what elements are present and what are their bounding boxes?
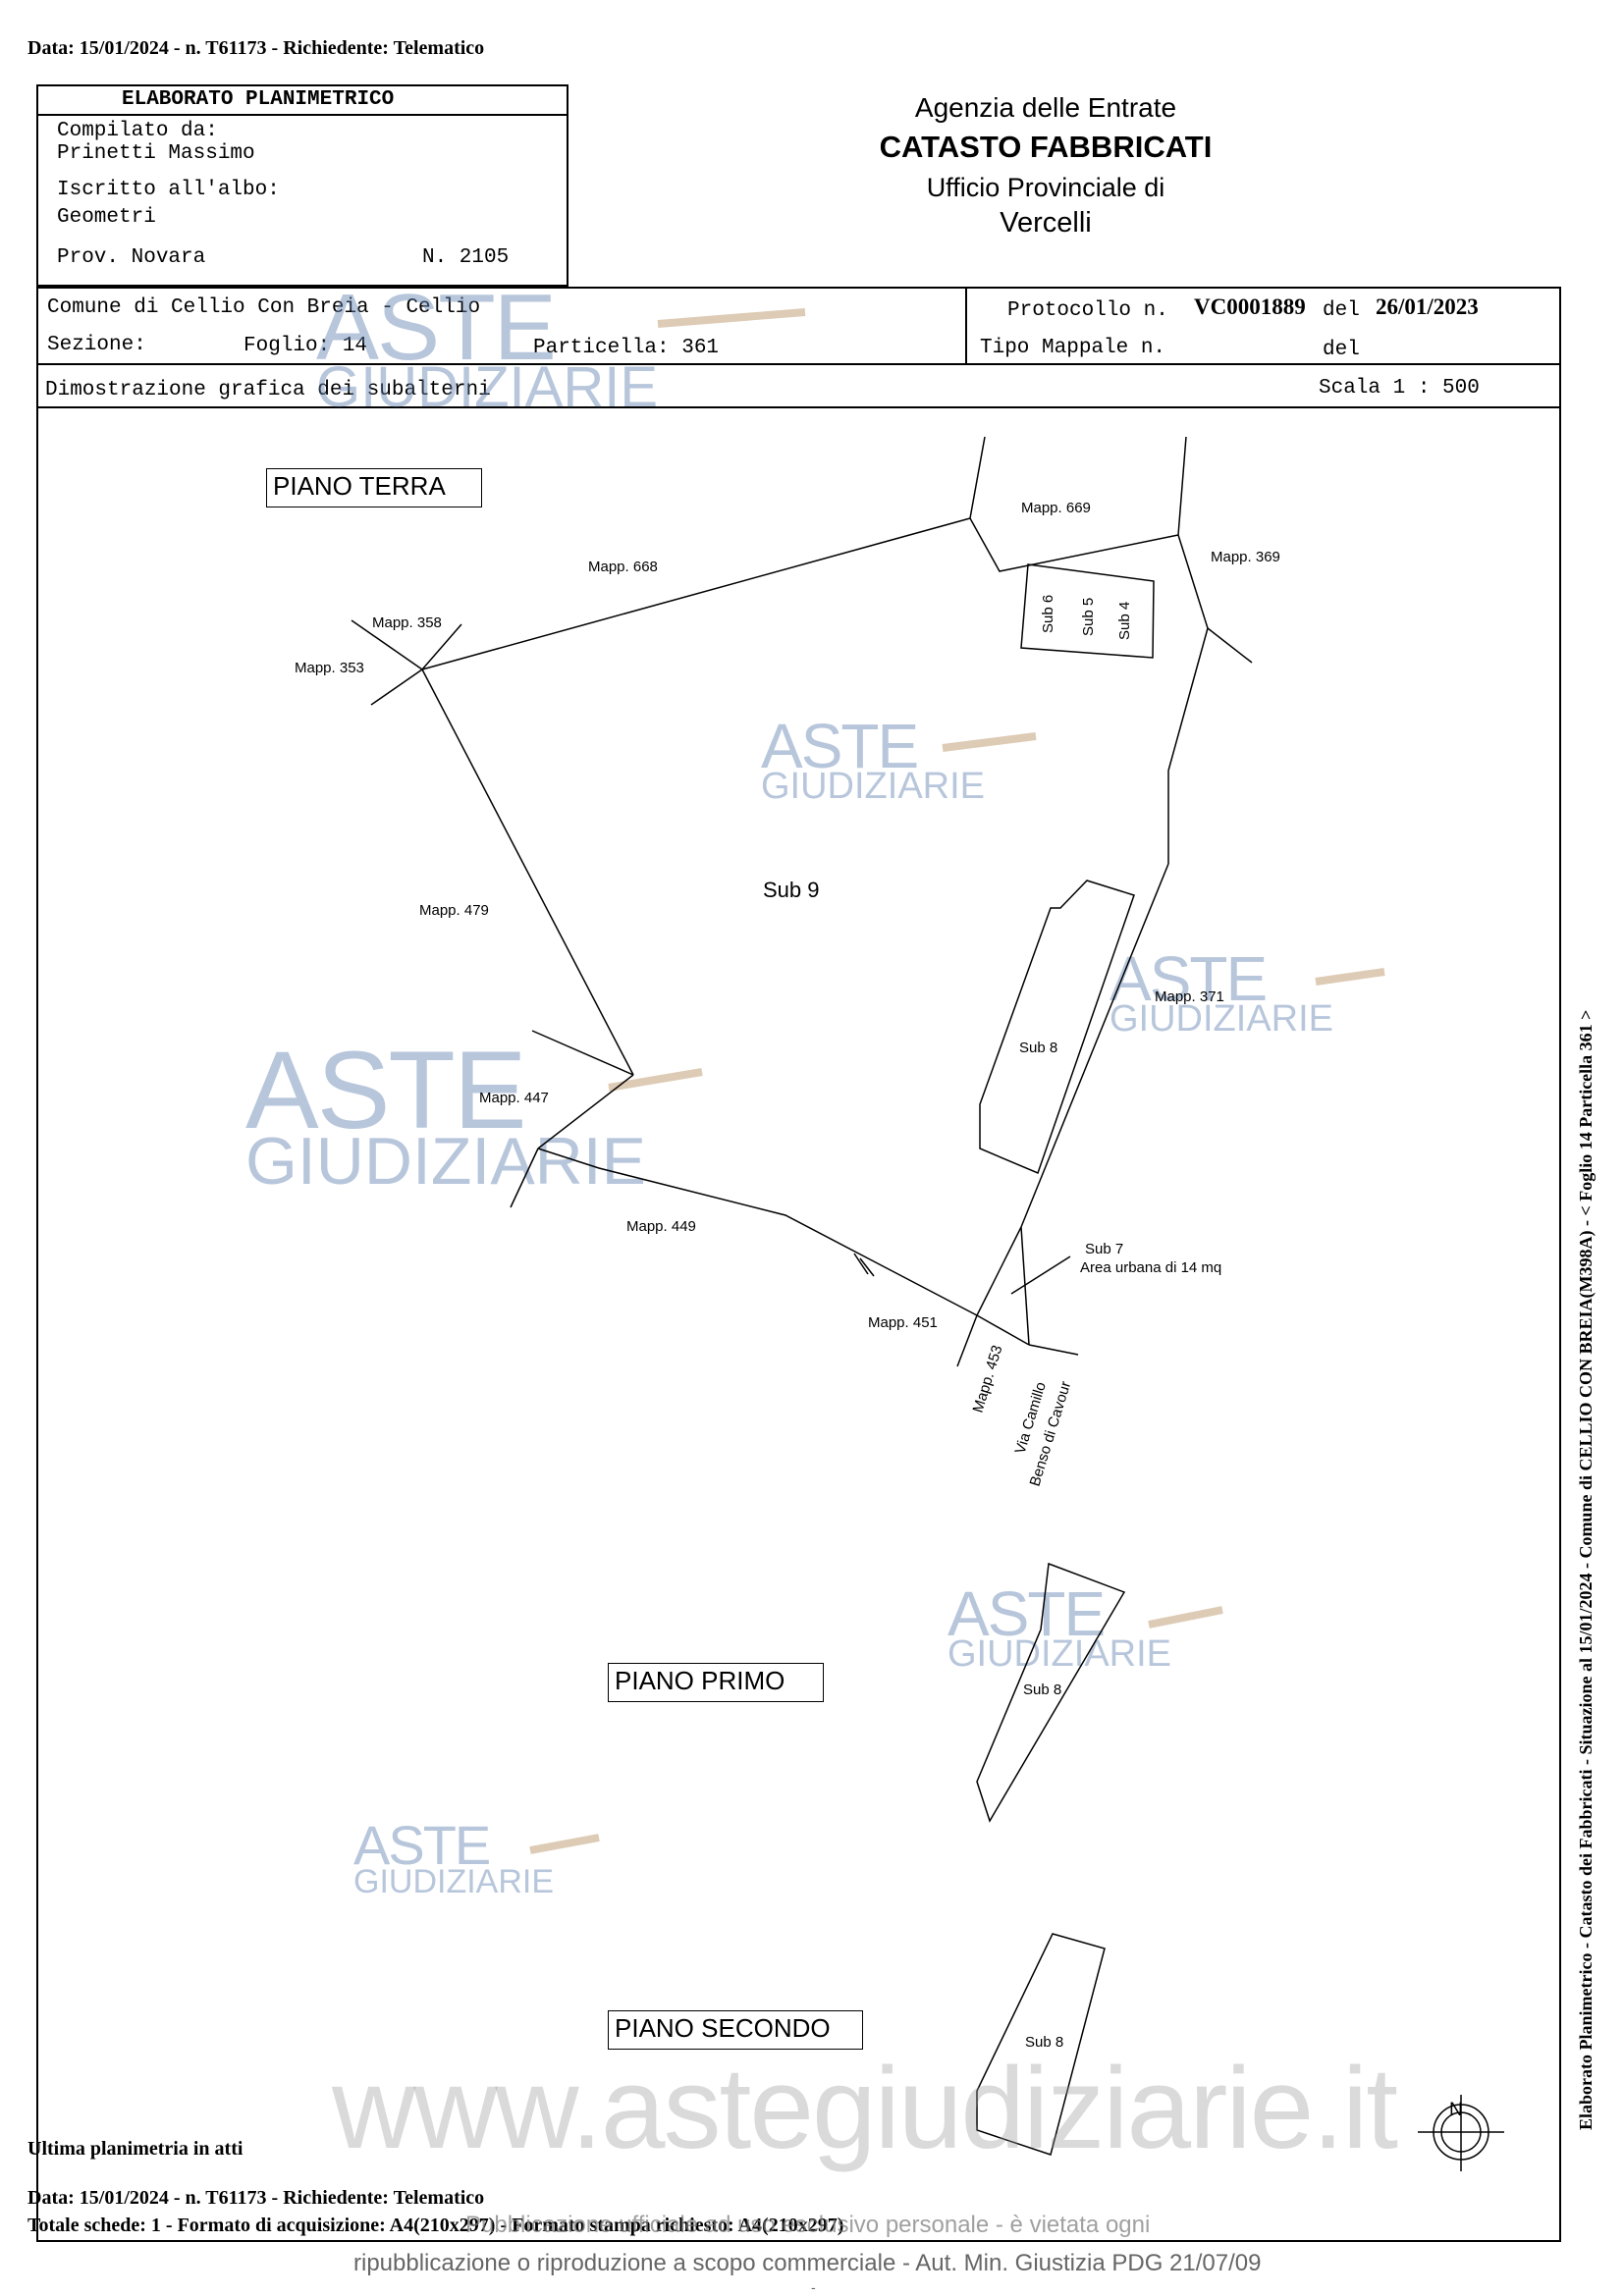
label-mapp-451: Mapp. 451 [868, 1314, 938, 1331]
label-mapp-479: Mapp. 479 [419, 902, 489, 919]
agency-line2: CATASTO FABBRICATI [879, 130, 1213, 164]
drawing-divider [36, 406, 1561, 408]
label-area-urbana: Area urbana di 14 mq [1080, 1259, 1221, 1276]
label-sub-8-secondo: Sub 8 [1025, 2034, 1063, 2051]
watermark-giudiziarie: GIUDIZIARIE [1110, 998, 1334, 1040]
compiled-by-name: Prinetti Massimo [57, 142, 255, 165]
form-number: N. 2105 [422, 246, 510, 269]
north-arrow-icon [1418, 2095, 1504, 2171]
label-sub-6: Sub 6 [1040, 595, 1056, 633]
foglio: Foglio: 14 [244, 335, 368, 357]
agency-line4: Vercelli [1000, 207, 1092, 239]
registered-label: Iscritto all'albo: [57, 179, 280, 201]
gavel-icon [529, 308, 1385, 1854]
scala: Scala 1 : 500 [1319, 377, 1480, 400]
label-sub-4: Sub 4 [1116, 602, 1133, 640]
watermark-logo-6: ASTE GIUDIZIARIE [353, 1814, 555, 1900]
floor-label-piano-terra: PIANO TERRA [266, 468, 482, 507]
watermark-giudiziarie: GIUDIZIARIE [316, 355, 659, 419]
footer-overlay-text: Pubblicazione ufficiale ad uso esclusivo… [465, 2212, 1151, 2238]
tipo-mappale-label: Tipo Mappale n. [980, 337, 1166, 359]
watermark-aste: ASTE [1110, 943, 1268, 1014]
form-title: ELABORATO PLANIMETRICO [122, 88, 395, 111]
agency-line3: Ufficio Provinciale di [926, 173, 1165, 202]
prov-label: Prov. Novara [57, 246, 206, 269]
label-mapp-447: Mapp. 447 [479, 1090, 549, 1106]
watermark-logo-3: ASTE GIUDIZIARIE [1110, 947, 1333, 1038]
floor-label-piano-primo: PIANO PRIMO [608, 1663, 824, 1702]
watermark-aste: ASTE [316, 275, 557, 380]
ultima-planimetria: Ultima planimetria in atti [27, 2138, 244, 2160]
watermark-aste: ASTE [245, 1029, 527, 1151]
particella: Particella: 361 [533, 337, 720, 359]
header-date-line: Data: 15/01/2024 - n. T61173 - Richieden… [27, 37, 485, 59]
protocollo-value: VC0001889 [1194, 294, 1306, 319]
label-mapp-449: Mapp. 449 [626, 1218, 696, 1235]
footer-date-line: Data: 15/01/2024 - n. T61173 - Richieden… [27, 2187, 485, 2209]
watermark-url: www.astegiudiziarie.it [332, 2044, 1398, 2173]
label-north: N [1449, 2100, 1463, 2120]
info-divider [36, 363, 1561, 365]
watermark-logo-5: ASTE GIUDIZIARIE [947, 1582, 1171, 1673]
label-mapp-668: Mapp. 668 [588, 559, 658, 575]
label-sub-8-primo: Sub 8 [1023, 1682, 1061, 1698]
form-box [36, 84, 568, 287]
main-frame [36, 287, 1561, 2242]
footer-dash: - [811, 2279, 816, 2295]
watermark-giudiziarie: GIUDIZIARIE [761, 766, 986, 807]
compiled-by-label: Compilato da: [57, 120, 218, 142]
registered-value: Geometri [57, 206, 156, 229]
tipo-mappale-del-label: del [1323, 339, 1360, 361]
protocollo-date: 26/01/2023 [1376, 294, 1479, 319]
label-mapp-453: Mapp. 453 [970, 1343, 1006, 1415]
floor-label-piano-secondo: PIANO SECONDO [608, 2010, 863, 2050]
agency-line1: Agenzia delle Entrate [914, 92, 1177, 123]
label-mapp-353: Mapp. 353 [295, 660, 364, 676]
form-title-divider [36, 114, 568, 116]
watermark-logo-1: ASTE GIUDIZIARIE [316, 281, 658, 416]
label-mapp-369: Mapp. 369 [1211, 549, 1280, 565]
watermark-logo-2: ASTE GIUDIZIARIE [761, 715, 985, 805]
side-vertical-text: Elaborato Planimetrico - Catasto dei Fab… [1576, 1009, 1596, 2130]
boundary-lines [351, 308, 1385, 2156]
info-vertical-divider [965, 287, 967, 363]
label-mapp-669: Mapp. 669 [1021, 500, 1091, 516]
footer-totale: Totale schede: 1 - Formato di acquisizio… [27, 2215, 844, 2236]
watermark-giudiziarie: GIUDIZIARIE [947, 1633, 1172, 1675]
watermark-giudiziarie: GIUDIZIARIE [353, 1863, 555, 1900]
watermark-logo-4: ASTE GIUDIZIARIE [245, 1029, 646, 1196]
watermark-aste: ASTE [761, 711, 919, 781]
label-sub-5: Sub 5 [1080, 598, 1097, 636]
label-mapp-371: Mapp. 371 [1155, 988, 1224, 1005]
watermark-aste: ASTE [353, 1814, 491, 1876]
watermark-aste: ASTE [947, 1578, 1106, 1649]
dimostrazione: Dimostrazione grafica dei subalterni [45, 379, 491, 401]
label-mapp-358: Mapp. 358 [372, 614, 442, 631]
label-sub-9: Sub 9 [763, 878, 820, 902]
footer-line2: ripubblicazione o riproduzione a scopo c… [353, 2250, 1262, 2276]
protocollo-del-label: del [1323, 299, 1360, 322]
sezione-label: Sezione: [47, 334, 146, 356]
label-sub-8: Sub 8 [1019, 1040, 1057, 1056]
protocollo-label: Protocollo n. [1007, 299, 1168, 322]
comune: Comune di Cellio Con Breia - Cellio [47, 296, 481, 319]
label-sub-7: Sub 7 [1085, 1241, 1123, 1257]
